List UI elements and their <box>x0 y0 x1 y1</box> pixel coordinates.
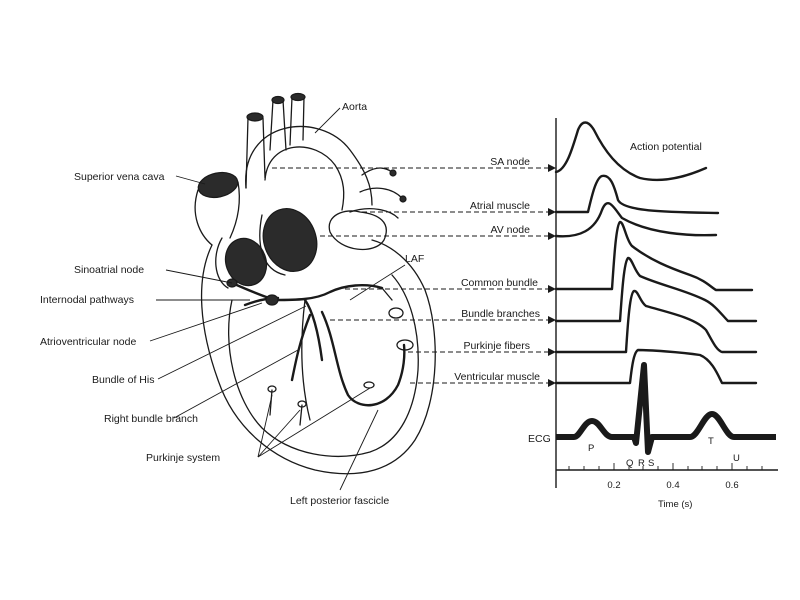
heart-outline <box>200 239 436 475</box>
ecg-waveform <box>556 362 776 455</box>
tick-label: 0.4 <box>666 480 679 491</box>
arrowhead <box>548 285 556 293</box>
ecg-strip <box>556 362 778 471</box>
tick-label: 0.2 <box>607 480 620 491</box>
wave-p: P <box>588 443 594 454</box>
label-internodal-pathways: Internodal pathways <box>40 294 134 306</box>
label-trace-bundle-branches: Bundle branches <box>461 308 540 320</box>
arrowhead <box>548 232 556 240</box>
trace-av-node <box>554 202 718 238</box>
label-superior-vena-cava: Superior vena cava <box>74 171 165 183</box>
tick-label: 0.6 <box>725 480 738 491</box>
x-axis-ticks <box>568 463 763 470</box>
mitral-opening <box>262 208 318 272</box>
trace-ventricular-muscle <box>554 348 758 385</box>
pulmonary-vein-2 <box>399 195 407 203</box>
purkinje-tip-2 <box>363 381 375 389</box>
labels: Aorta Superior vena cava Sinoatrial node… <box>40 101 740 510</box>
trace-common-bundle <box>554 220 754 292</box>
arrowhead <box>548 208 556 216</box>
arrowhead <box>548 164 556 172</box>
wave-r: R <box>638 458 645 469</box>
label-laf: LAF <box>405 253 424 265</box>
label-trace-common-bundle: Common bundle <box>461 277 538 289</box>
label-trace-purkinje-fibers: Purkinje fibers <box>463 340 530 352</box>
purkinje-tip-1 <box>396 339 414 351</box>
arrowhead <box>548 379 556 387</box>
trace-bundle-branches <box>554 256 758 323</box>
pulmonary-vein-1 <box>389 169 397 177</box>
label-right-bundle-branch: Right bundle branch <box>104 413 198 425</box>
label-bundle-of-his: Bundle of His <box>92 374 154 386</box>
left-atrium <box>328 210 387 251</box>
superior-vena-cava <box>194 189 213 246</box>
trace-sa-node <box>554 121 708 182</box>
action-potential-traces <box>554 118 758 488</box>
label-trace-ventricular-muscle: Ventricular muscle <box>454 371 540 383</box>
label-trace-atrial-muscle: Atrial muscle <box>470 200 530 212</box>
aortic-arch <box>245 125 373 206</box>
heart-illustration <box>194 92 436 475</box>
trace-purkinje-fibers <box>554 289 758 354</box>
plot-title: Action potential <box>630 141 702 153</box>
wave-u: U <box>733 453 740 464</box>
av-node <box>265 294 279 306</box>
svc-opening <box>197 171 239 199</box>
label-trace-sa-node: SA node <box>490 156 530 168</box>
vessel-opening-3 <box>290 92 306 102</box>
purkinje-tip-4 <box>297 400 307 408</box>
heart-inner-outline <box>228 274 419 457</box>
label-trace-av-node: AV node <box>490 224 530 236</box>
wave-q: Q <box>626 458 633 469</box>
vessel-opening-1 <box>246 112 264 122</box>
wave-s: S <box>648 458 654 469</box>
label-aorta: Aorta <box>342 101 367 113</box>
ecg-label: ECG <box>528 433 551 445</box>
right-atrium-opening <box>224 237 268 287</box>
purkinje-tip-3 <box>267 385 277 393</box>
x-axis-label: Time (s) <box>658 499 692 510</box>
label-sinoatrial-node: Sinoatrial node <box>74 264 144 276</box>
heart-leaders <box>149 107 406 491</box>
bundle-of-his <box>303 298 324 362</box>
trace-atrial-muscle <box>554 174 720 215</box>
dashed-connectors <box>272 164 556 387</box>
wave-t: T <box>708 436 714 447</box>
arrowhead <box>548 316 556 324</box>
label-atrioventricular-node: Atrioventricular node <box>40 336 136 348</box>
right-bundle <box>290 313 312 382</box>
vessel-opening-2 <box>271 95 285 105</box>
label-left-posterior-fascicle: Left posterior fascicle <box>290 495 389 507</box>
papillary-muscle <box>388 307 404 319</box>
label-purkinje-system: Purkinje system <box>146 452 220 464</box>
arrowhead <box>548 348 556 356</box>
left-bundle <box>320 310 406 407</box>
